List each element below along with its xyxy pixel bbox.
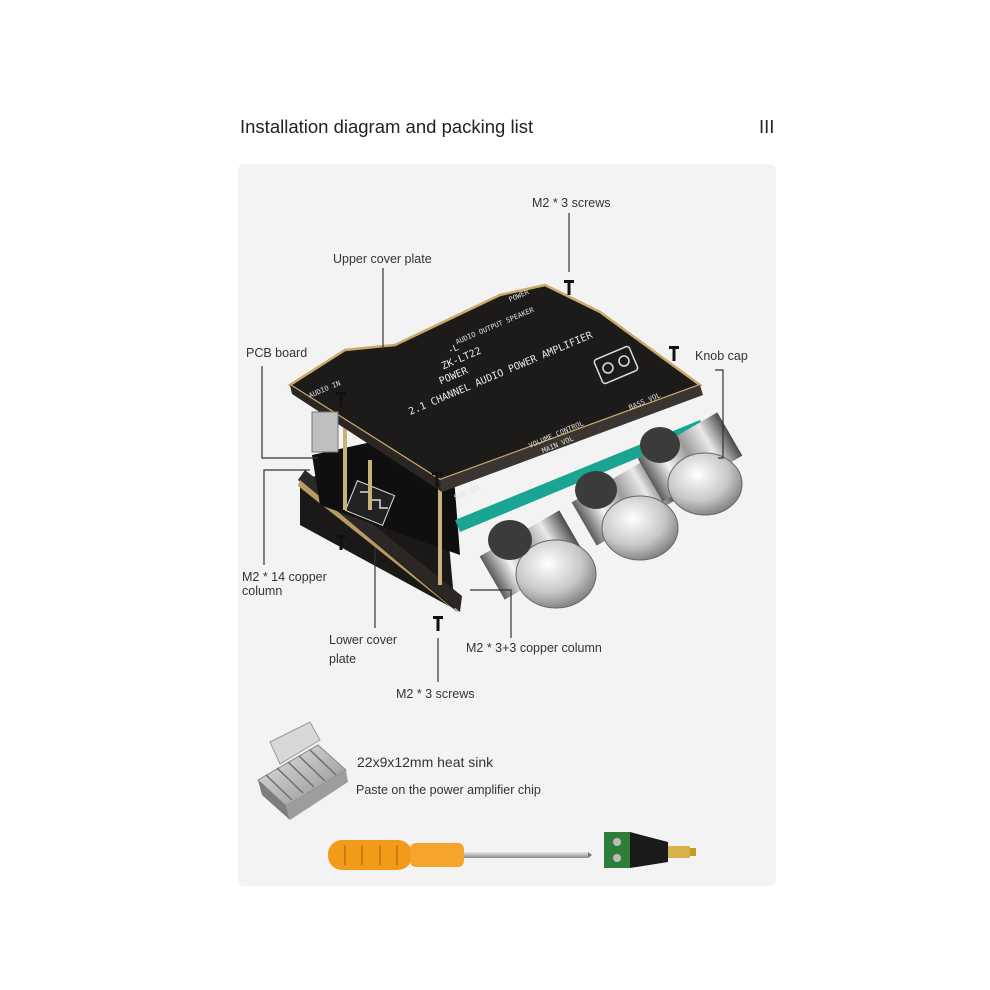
knob-left [479, 510, 597, 609]
label-lower-cover-line2: plate [329, 652, 357, 666]
label-upper-cover-plate: Upper cover plate [333, 252, 432, 266]
label-top-screws: M2 * 3 screws [532, 196, 611, 210]
screws [336, 280, 679, 631]
label-copper-14-line2: column [242, 584, 283, 598]
label-bottom-screws: M2 * 3 screws [396, 687, 475, 701]
upper-cover-plate: -L ZK-LT22 POWER 2.1 CHANNEL AUDIO POWER… [287, 283, 703, 502]
label-knob-cap: Knob cap [695, 349, 748, 363]
dc-jack-connector-image [604, 832, 696, 868]
knob-right [637, 412, 743, 516]
label-copper-3-3: M2 * 3+3 copper column [466, 641, 602, 655]
label-pcb-board: PCB board [246, 346, 308, 360]
heatsink-title: 22x9x12mm heat sink [357, 754, 494, 770]
label-lower-cover-line1: Lower cover [329, 633, 398, 647]
heat-sink-image [257, 721, 348, 820]
board-model-a: -L [447, 343, 461, 356]
page-title: Installation diagram and packing list [240, 116, 534, 137]
label-copper-14-line1: M2 * 14 copper [242, 570, 327, 584]
screwdriver-image [328, 840, 592, 870]
leader-lines [261, 213, 724, 682]
page-marker: III [759, 116, 775, 137]
heatsink-note: Paste on the power amplifier chip [356, 783, 541, 797]
